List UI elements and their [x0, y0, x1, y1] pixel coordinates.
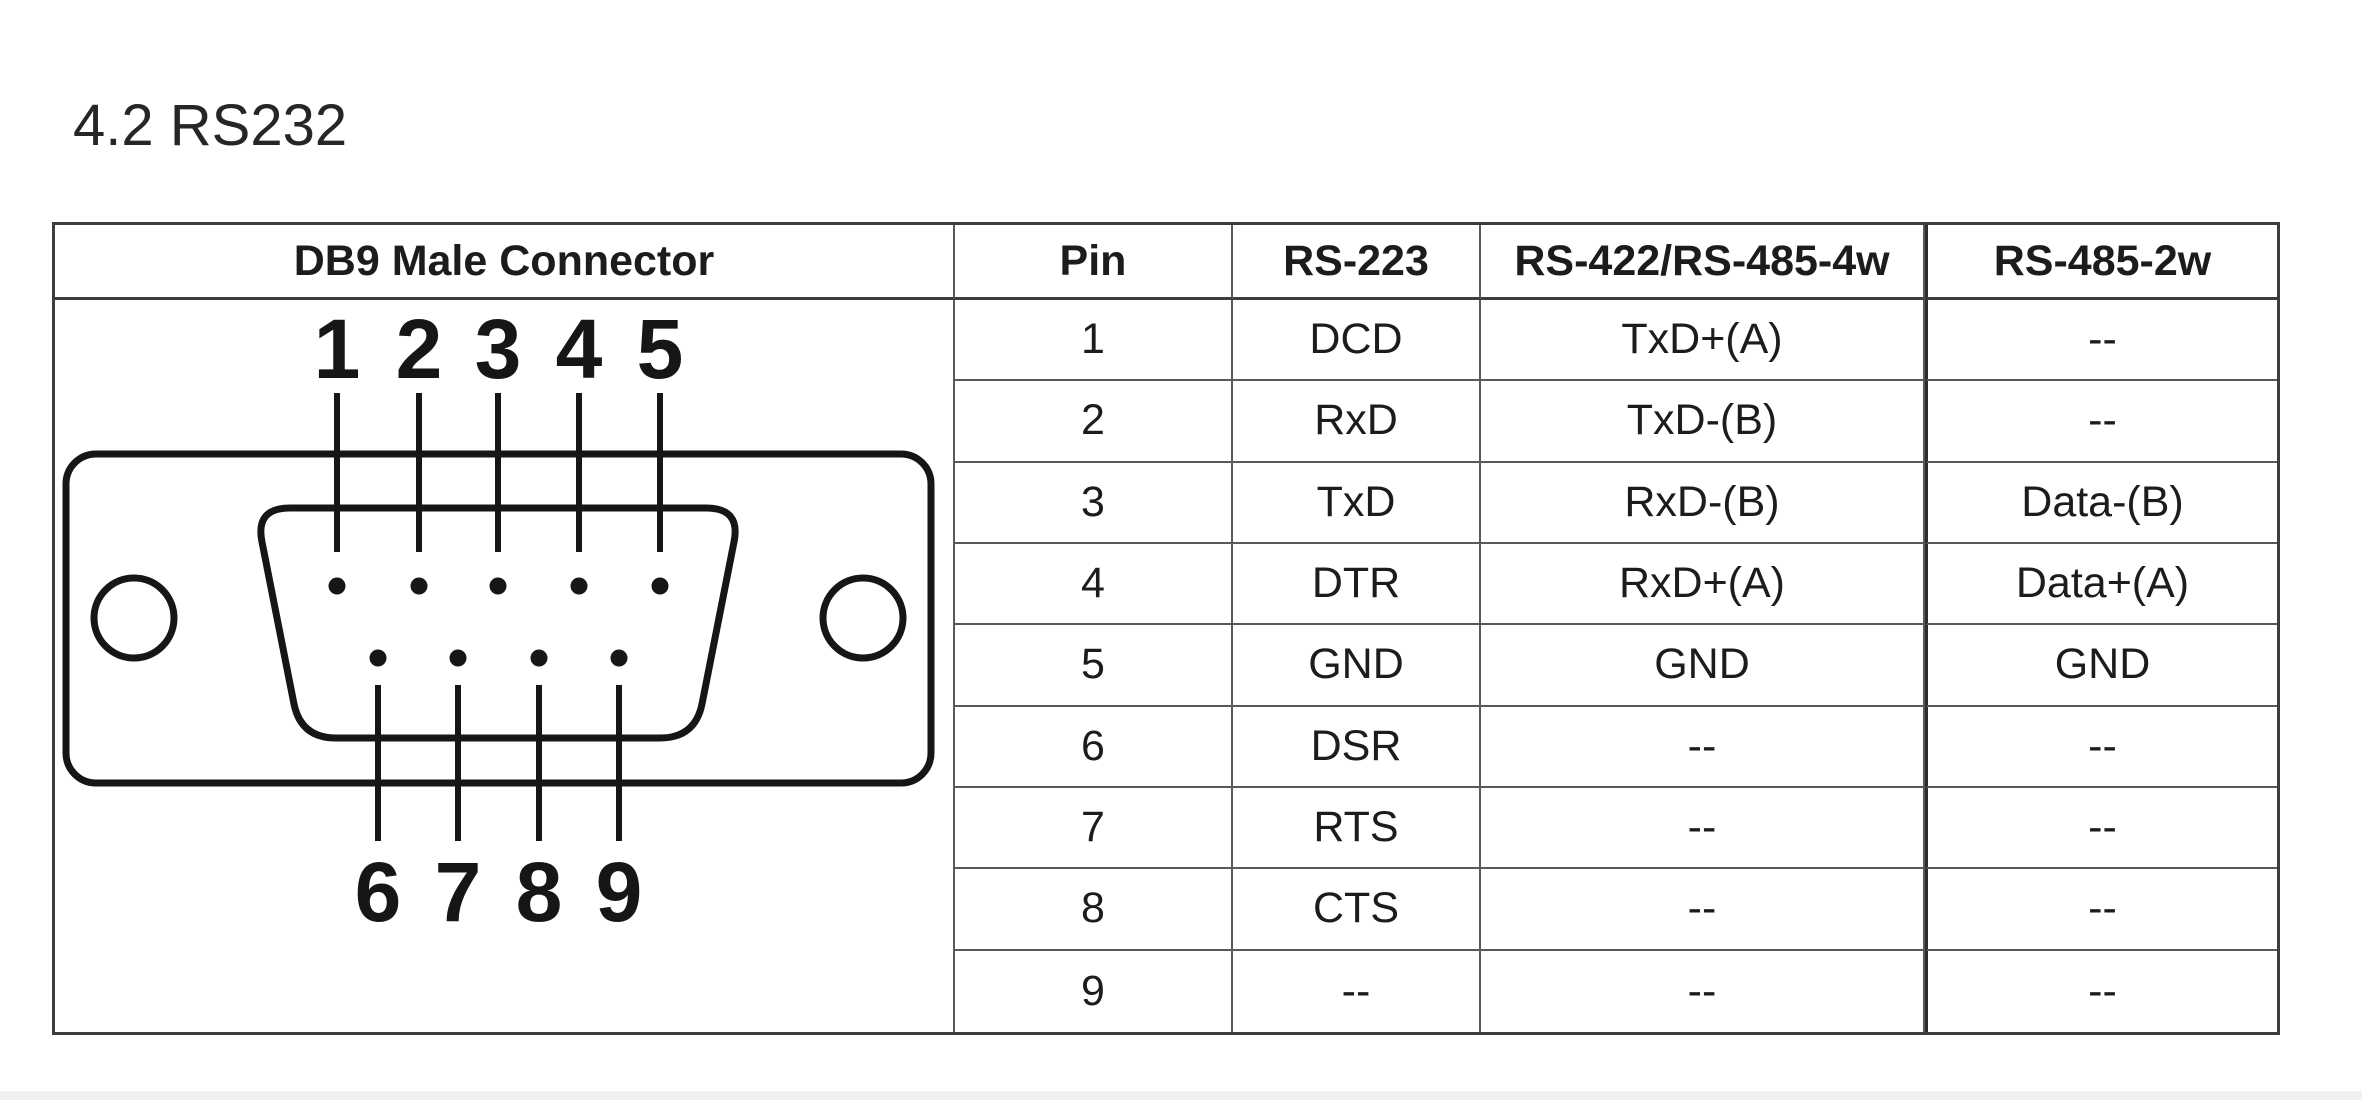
- rs223-signal-cell: --: [1233, 950, 1481, 1032]
- pin-label-9: 9: [596, 845, 643, 939]
- rs422-signal-cell: TxD-(B): [1481, 381, 1925, 463]
- rs422-signal-cell: RxD+(A): [1481, 543, 1925, 626]
- pin-number-cell: 5: [955, 625, 1233, 707]
- rs223-signal-cell: DSR: [1233, 706, 1481, 788]
- pin-number-cell: 8: [955, 869, 1233, 951]
- pin-label-3: 3: [475, 302, 522, 396]
- page-bottom-strip: [0, 1091, 2362, 1100]
- top-pin-leader-lines: [334, 392, 663, 552]
- rs223-signal-cell: RTS: [1233, 787, 1481, 870]
- pin-label-5: 5: [637, 302, 684, 396]
- pin-label-4: 4: [556, 302, 603, 396]
- column-header-rs223: RS-223: [1233, 225, 1481, 300]
- rs223-signal-cell: DTR: [1233, 543, 1481, 626]
- rs485-signal-cell: Data-(B): [1925, 462, 2277, 544]
- rs422-signal-cell: --: [1481, 787, 1925, 870]
- pin-label-7: 7: [435, 845, 482, 939]
- pin-number-cell: 6: [955, 706, 1233, 788]
- column-header-rs422: RS-422/RS-485-4w: [1481, 225, 1925, 300]
- rs485-signal-cell: --: [1925, 950, 2277, 1032]
- db9-connector-diagram: 1 2 3 4 5 6 7 8 9: [55, 300, 955, 1032]
- rs485-signal-cell: GND: [1925, 625, 2277, 707]
- pin-number-cell: 2: [955, 381, 1233, 463]
- rs223-signal-cell: RxD: [1233, 381, 1481, 463]
- d-shell-outline: [257, 504, 739, 742]
- pin-number-cell: 1: [955, 300, 1233, 382]
- screw-hole-left: [90, 574, 178, 662]
- pin-dots: [328, 577, 669, 667]
- pinout-table: DB9 Male Connector Pin RS-223 RS-422/RS-…: [52, 222, 2280, 1035]
- rs223-signal-cell: DCD: [1233, 300, 1481, 382]
- column-header-connector: DB9 Male Connector: [55, 225, 955, 300]
- rs223-signal-cell: TxD: [1233, 462, 1481, 544]
- bottom-pin-leader-lines: [375, 684, 622, 841]
- pin-label-6: 6: [355, 845, 402, 939]
- pin-number-labels: 1 2 3 4 5 6 7 8 9: [314, 302, 684, 939]
- pin-number-cell: 9: [955, 950, 1233, 1032]
- pin-label-8: 8: [516, 845, 563, 939]
- rs485-signal-cell: Data+(A): [1925, 543, 2277, 626]
- pin-label-2: 2: [396, 302, 443, 396]
- rs485-signal-cell: --: [1925, 381, 2277, 463]
- pin-label-1: 1: [314, 302, 361, 396]
- rs485-signal-cell: --: [1925, 869, 2277, 951]
- pin-number-cell: 7: [955, 787, 1233, 870]
- column-header-rs485: RS-485-2w: [1925, 225, 2277, 300]
- rs422-signal-cell: GND: [1481, 625, 1925, 707]
- pin-number-cell: 3: [955, 462, 1233, 544]
- rs422-signal-cell: --: [1481, 706, 1925, 788]
- rs422-signal-cell: RxD-(B): [1481, 462, 1925, 544]
- section-title: 4.2 RS232: [73, 93, 348, 158]
- pin-number-cell: 4: [955, 543, 1233, 626]
- rs485-signal-cell: --: [1925, 787, 2277, 870]
- rs422-signal-cell: --: [1481, 950, 1925, 1032]
- rs485-signal-cell: --: [1925, 300, 2277, 382]
- rs422-signal-cell: TxD+(A): [1481, 300, 1925, 382]
- rs422-signal-cell: --: [1481, 869, 1925, 951]
- db9-connector-drawing: 1 2 3 4 5 6 7 8 9: [62, 302, 935, 939]
- rs223-signal-cell: CTS: [1233, 869, 1481, 951]
- rs485-signal-cell: --: [1925, 706, 2277, 788]
- column-header-pin: Pin: [955, 225, 1233, 300]
- rs223-signal-cell: GND: [1233, 625, 1481, 707]
- screw-hole-right: [819, 574, 907, 662]
